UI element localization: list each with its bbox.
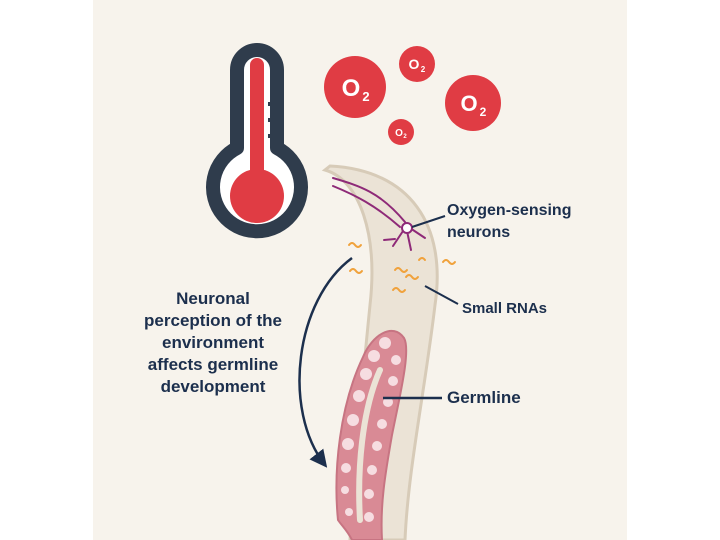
- oxygen-molecule-small-1: O 2: [399, 46, 435, 82]
- rna-leader-line: [424, 285, 459, 305]
- oxygen-sensing-neuron: [332, 177, 426, 251]
- oxygen-molecule-large-1: O 2: [324, 56, 386, 118]
- svg-text:O: O: [409, 56, 420, 72]
- caption-line: perception of the: [144, 311, 282, 330]
- svg-text:2: 2: [362, 89, 369, 104]
- diagram-caption: Neuronal perception of the environment a…: [118, 288, 308, 398]
- caption-line: environment: [161, 333, 265, 352]
- oxygen-sensing-neurons-label: Oxygen-sensing neurons: [447, 202, 572, 241]
- germline-label: Germline: [447, 388, 521, 407]
- germline-tissue: [335, 329, 408, 540]
- thermometer-icon: [206, 43, 308, 239]
- svg-text:2: 2: [480, 105, 487, 119]
- curved-arrow: [298, 256, 353, 468]
- svg-text:O: O: [460, 91, 477, 116]
- caption-line: affects germline: [147, 355, 279, 374]
- svg-text:O: O: [342, 75, 361, 102]
- small-rna-molecules: [348, 242, 456, 293]
- small-rnas-label: Small RNAs: [462, 300, 548, 317]
- caption-line: Neuronal: [176, 289, 250, 308]
- svg-text:O: O: [395, 128, 403, 139]
- oxygen-molecule-small-2: O 2: [388, 119, 414, 145]
- oxygen-molecule-large-2: O 2: [445, 75, 501, 131]
- neuron-leader-line: [411, 215, 446, 228]
- svg-text:2: 2: [421, 65, 426, 74]
- svg-text:2: 2: [403, 134, 407, 140]
- caption-line: development: [160, 377, 266, 396]
